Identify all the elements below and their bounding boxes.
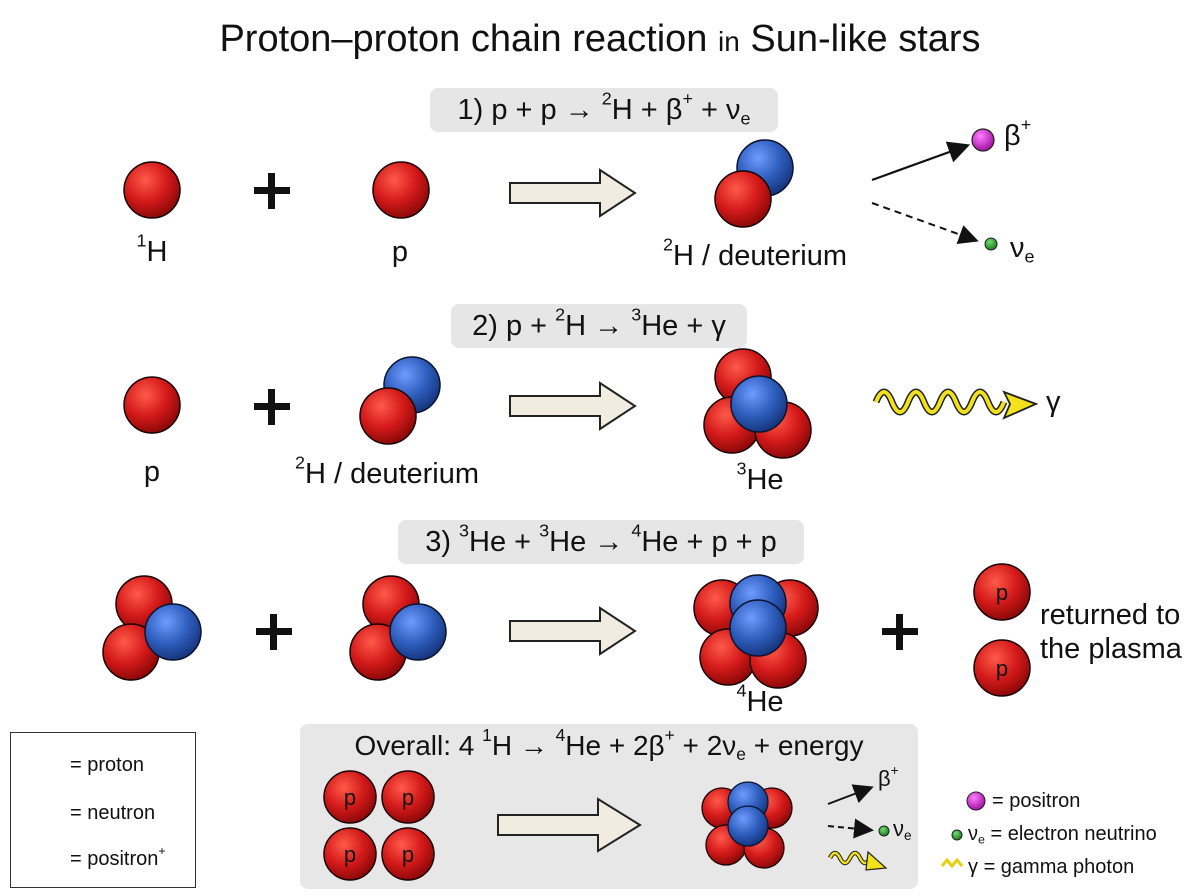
label-p-step2: p — [143, 456, 161, 488]
step3-equation: 3) 3He + 3He → 4He + p + p — [398, 520, 804, 564]
overall-helium4 — [701, 781, 793, 869]
overall-reaction-arrow — [497, 797, 642, 853]
label-helium4: 4He — [736, 680, 784, 718]
label-p-step1: p — [391, 236, 409, 268]
legend-proton-text: = proton — [70, 754, 144, 776]
plus-sign-2 — [254, 389, 290, 425]
gamma-photon-wave — [872, 388, 1039, 420]
label-deuterium-reactant: 2H / deuterium — [294, 452, 480, 490]
label-1h: 1H — [136, 230, 168, 268]
step2-equation: 2) p + 2H → 3He + γ — [451, 304, 747, 348]
positron-particle — [971, 128, 995, 152]
legend2-positron-text: = positron — [992, 790, 1081, 812]
legend-left — [10, 732, 196, 888]
neutrino-emission-arrow — [871, 202, 979, 245]
plus-sign-3b — [882, 614, 918, 650]
overall-proton-letter-3: p — [344, 842, 356, 867]
plus-sign-3a — [256, 614, 292, 650]
step1-equation: 1) p + p → 2H + β+ + νe — [430, 88, 778, 132]
deuterium-nucleus-2 — [359, 356, 441, 445]
label-deuterium-product: 2H / deuterium — [662, 234, 848, 272]
legend-positron-text: = positron+ — [70, 844, 166, 870]
overall-proton-letter-4: p — [402, 842, 414, 867]
neutrino-particle — [984, 237, 998, 251]
reaction-arrow-3 — [509, 606, 637, 656]
helium3-reactant-1 — [102, 575, 202, 681]
proton-1h — [123, 161, 181, 219]
overall-positron-arrow — [827, 784, 874, 805]
diagram-title: Proton–proton chain reaction in Sun-like… — [219, 18, 981, 60]
legend2-gamma-icon — [940, 857, 964, 869]
proton-p — [372, 161, 430, 219]
helium3-nucleus — [703, 348, 812, 459]
overall-gamma-wave — [827, 850, 888, 871]
overall-proton-letter-2: p — [402, 785, 414, 810]
plus-sign-1a — [254, 173, 290, 209]
returned-proton-1-letter: p — [996, 580, 1008, 605]
legend2-positron-icon — [966, 791, 986, 811]
reaction-arrow-2 — [509, 381, 637, 431]
helium3-reactant-2 — [349, 575, 447, 681]
deuterium-nucleus-1 — [714, 139, 794, 228]
returned-proton-2 — [973, 639, 1031, 697]
legend2-neutrino-icon — [951, 829, 963, 841]
proton-p-step2 — [123, 376, 181, 434]
four-protons — [323, 770, 435, 881]
helium4-nucleus — [693, 574, 819, 689]
returned-proton-1 — [973, 563, 1031, 621]
label-helium3: 3He — [736, 458, 784, 496]
overall-neutrino-arrow — [827, 818, 874, 839]
reaction-arrow-1 — [509, 168, 637, 218]
label-gamma: γ — [1046, 386, 1061, 418]
returned-proton-2-letter: p — [996, 656, 1008, 681]
label-neutrino: νe — [1010, 232, 1035, 267]
overall-proton-letter-1: p — [344, 785, 356, 810]
legend-neutron-text: = neutron — [70, 802, 156, 824]
overall-beta-label: β+ — [878, 763, 899, 791]
overall-neutrino-label: νe — [893, 816, 912, 844]
positron-emission-arrow — [871, 141, 971, 182]
legend2-gamma-text: γ = gamma photon — [968, 856, 1135, 878]
overall-equation: Overall: 4 1H → 4He + 2β+ + 2νe + energy — [354, 725, 864, 765]
label-beta-plus: β+ — [1004, 114, 1032, 152]
legend2-neutrino-text: νe = electron neutrino — [968, 823, 1157, 847]
label-returned-to-plasma: returned to the plasma — [1040, 599, 1182, 665]
overall-neutrino-particle — [878, 825, 890, 837]
